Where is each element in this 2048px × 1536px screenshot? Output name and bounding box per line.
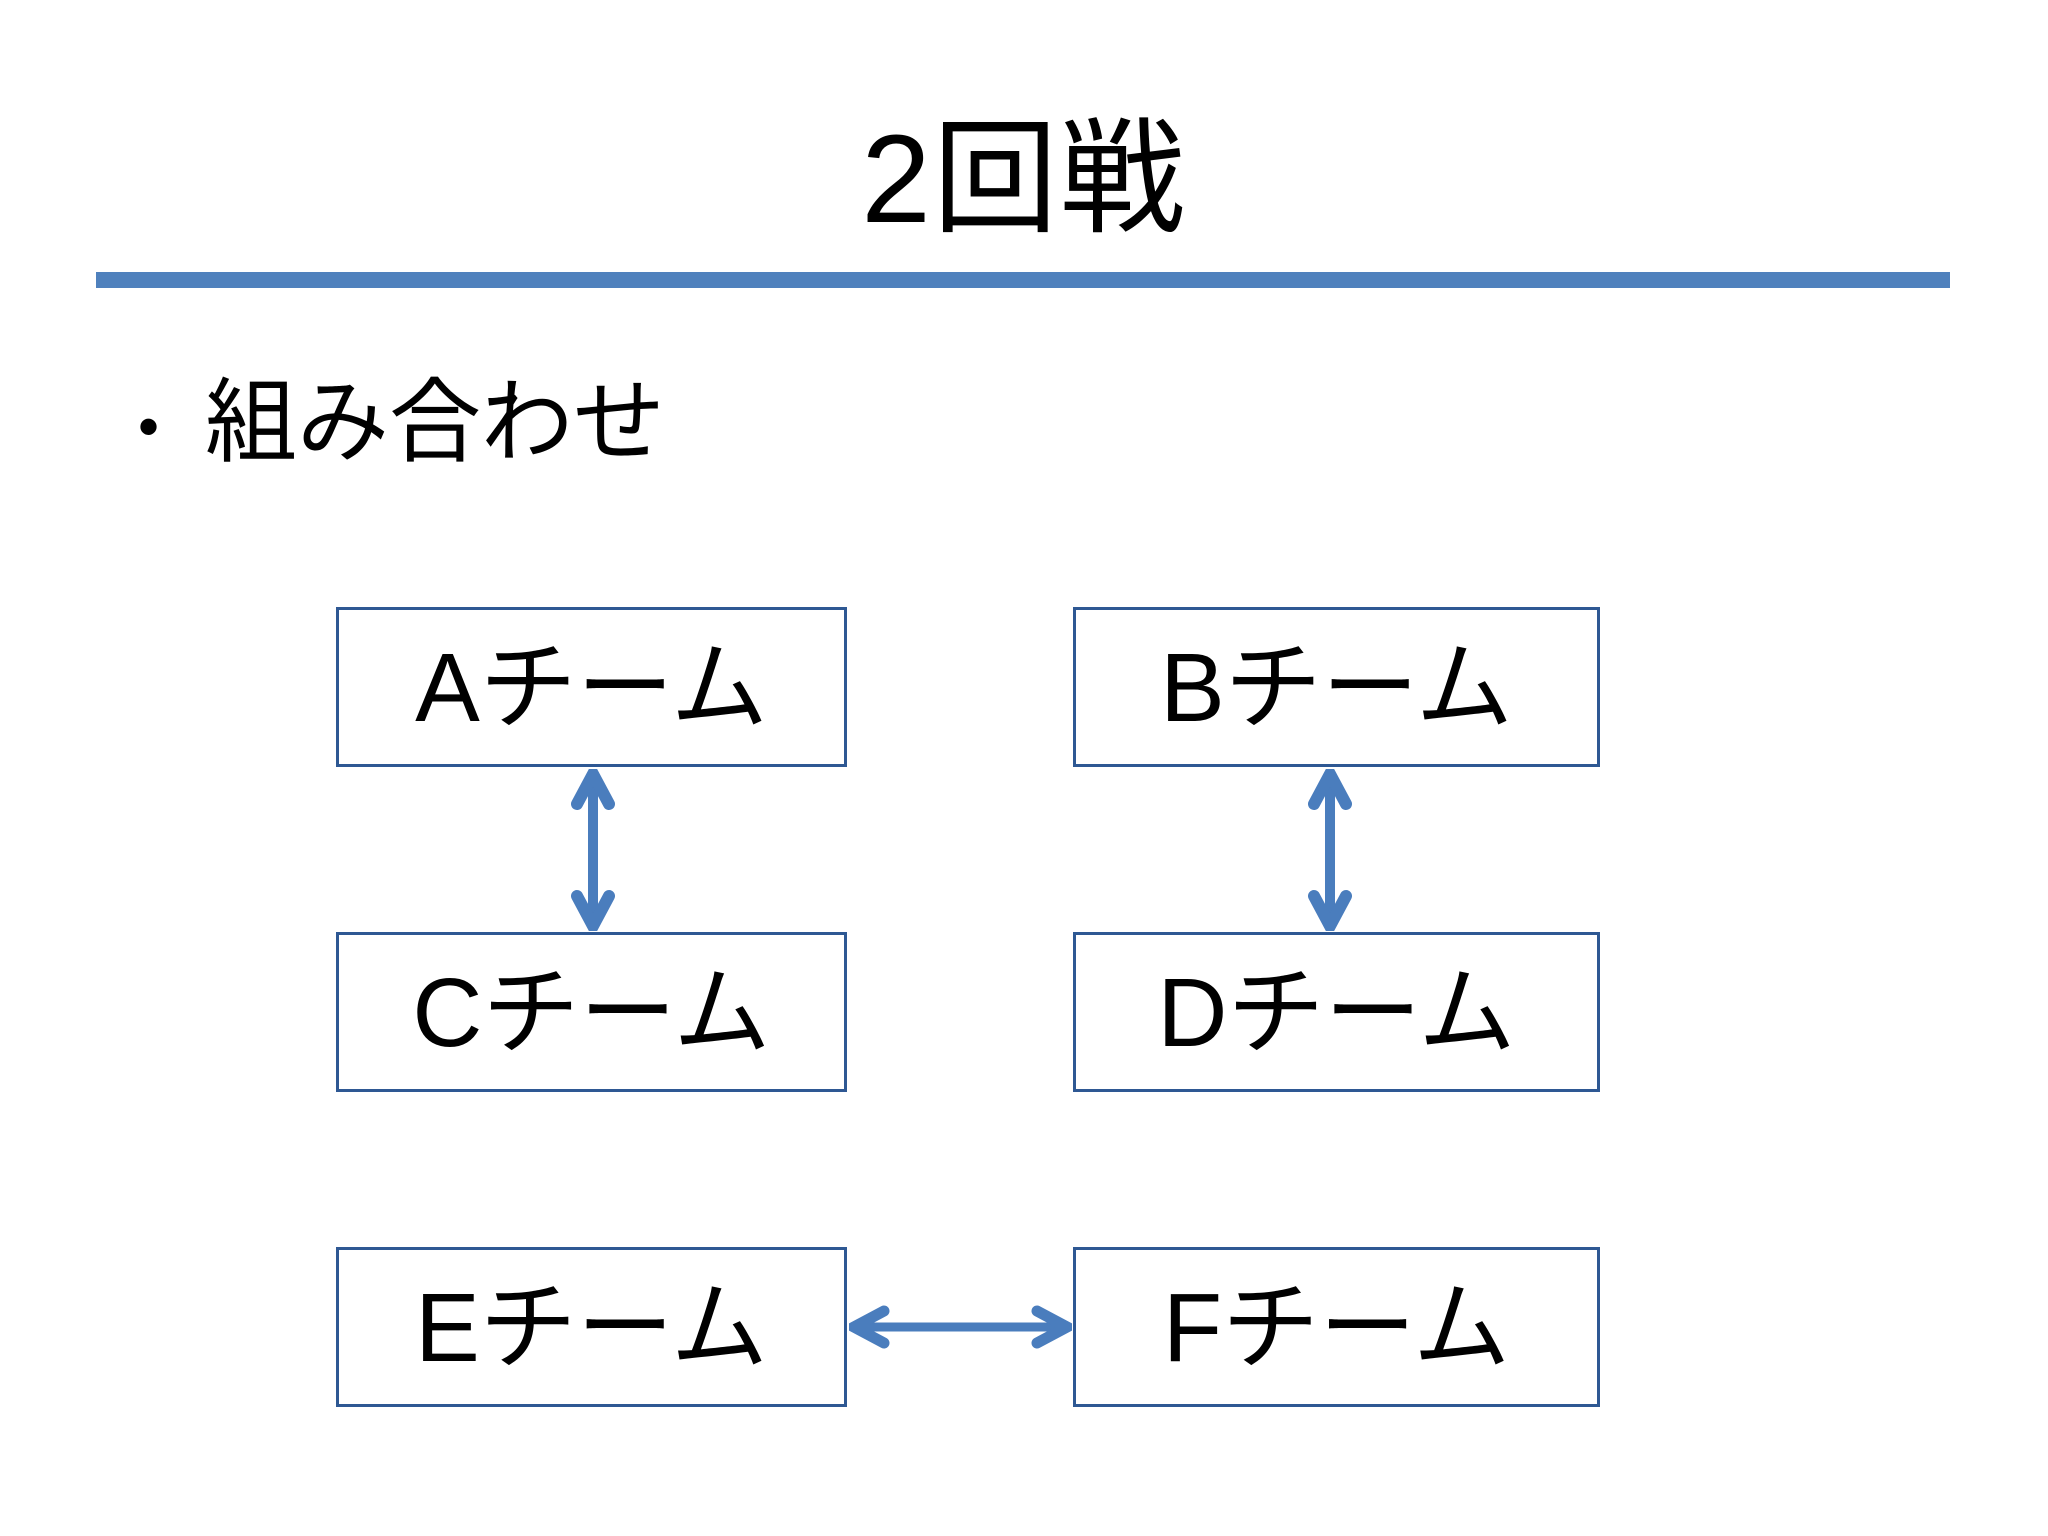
team-box-c: Cチーム [336, 932, 847, 1092]
team-box-e: Eチーム [336, 1247, 847, 1407]
team-box-f: Fチーム [1073, 1247, 1600, 1407]
team-box-d: Dチーム [1073, 932, 1600, 1092]
team-box-b: Bチーム [1073, 607, 1600, 767]
bullet-item: • 組み合わせ [138, 368, 665, 478]
bullet-text: 組み合わせ [205, 372, 666, 474]
team-box-a: Aチーム [336, 607, 847, 767]
matchup-arrow-b-d-double-arrow-icon [1308, 769, 1352, 931]
title-underline-rule [96, 272, 1950, 288]
slide-title: 2回戦 [861, 110, 1187, 249]
matchup-arrow-e-f-double-arrow-icon [849, 1305, 1072, 1349]
bullet-marker: • [138, 393, 160, 461]
matchup-arrow-a-c-double-arrow-icon [571, 769, 615, 931]
